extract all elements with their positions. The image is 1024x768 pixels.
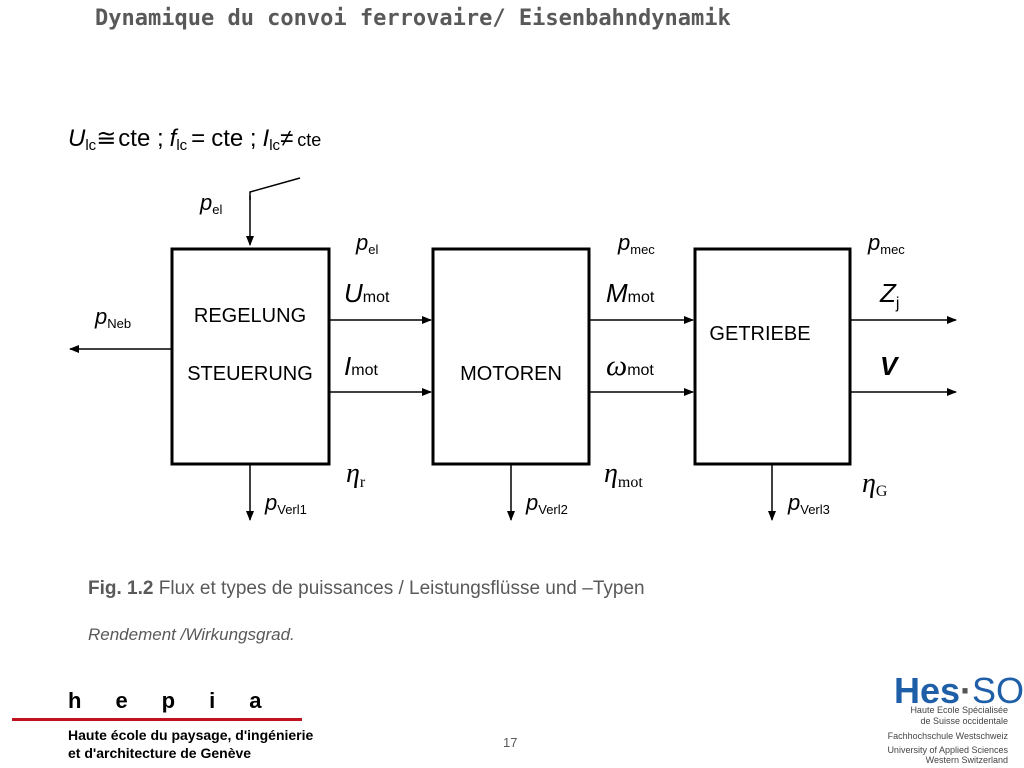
label-eta-g: ηG <box>862 468 888 500</box>
block-getriebe <box>693 247 852 466</box>
block-label-steuerung: STEUERUNG <box>187 363 313 385</box>
label-eta-r: ηr <box>346 458 366 491</box>
hes-line-4: University of Applied Sciences <box>887 745 1008 755</box>
hepia-logo: hepia <box>68 688 296 713</box>
label-i-mot: Imot <box>344 351 378 381</box>
label-p-verl3: pVerl3 <box>787 490 830 517</box>
page-number: 17 <box>503 735 518 750</box>
hes-logo-main: Hes <box>894 670 961 711</box>
label-m-mot: Mmot <box>606 278 655 308</box>
label-eta-mot: ηmot <box>604 458 643 491</box>
label-p-verl2: pVerl2 <box>525 490 568 517</box>
hes-logo-dot: · <box>960 670 973 711</box>
label-omega-mot: ωmot <box>606 349 654 382</box>
page-title: Dynamique du convoi ferrovaire/ Eisenbah… <box>95 6 731 31</box>
hepia-name-line1: Haute école du paysage, d'ingénierie <box>68 727 314 743</box>
pantograph-symbol <box>249 177 301 200</box>
block-label-regelung: REGELUNG <box>194 305 306 327</box>
label-p-el: pel <box>355 230 378 257</box>
figure-caption-text: Flux et types de puissances / Leistungsf… <box>153 578 645 599</box>
supply-condition: Ulc≅cte ;flc=cte ;Ilc≠cte <box>68 125 321 154</box>
label-p-el-in: pel <box>199 190 222 217</box>
label-p-mec-1: pmec <box>617 230 655 257</box>
hes-line-2: de Suisse occidentale <box>920 716 1008 726</box>
hepia-name-line2: et d'architecture de Genève <box>68 745 252 761</box>
hepia-logo-underline <box>12 718 302 721</box>
figure-caption: Fig. 1.2 Flux et types de puissances / L… <box>88 578 645 600</box>
label-z-j: Zj <box>879 278 899 312</box>
hes-line-1: Haute Ecole Spécialisée <box>910 705 1008 715</box>
hes-line-3: Fachhochschule Westschweiz <box>887 731 1008 741</box>
block-label-getriebe: GETRIEBE <box>709 323 810 345</box>
figure-subcaption: Rendement /Wirkungsgrad. <box>88 625 295 644</box>
block-motoren <box>431 247 591 466</box>
label-p-neb: pNeb <box>94 304 131 331</box>
label-p-mec-2: pmec <box>867 230 905 257</box>
block-regelung-steuerung <box>170 247 331 466</box>
hes-logo-so: SO <box>972 670 1024 711</box>
block-label-motoren: MOTOREN <box>460 363 562 385</box>
hes-so-logo: Hes·SO <box>894 670 1024 712</box>
label-u-mot: Umot <box>344 278 390 308</box>
label-v: V <box>880 351 900 381</box>
figure-label: Fig. 1.2 <box>88 578 154 599</box>
label-p-verl1: pVerl1 <box>264 490 307 517</box>
hes-line-5: Western Switzerland <box>925 755 1008 765</box>
